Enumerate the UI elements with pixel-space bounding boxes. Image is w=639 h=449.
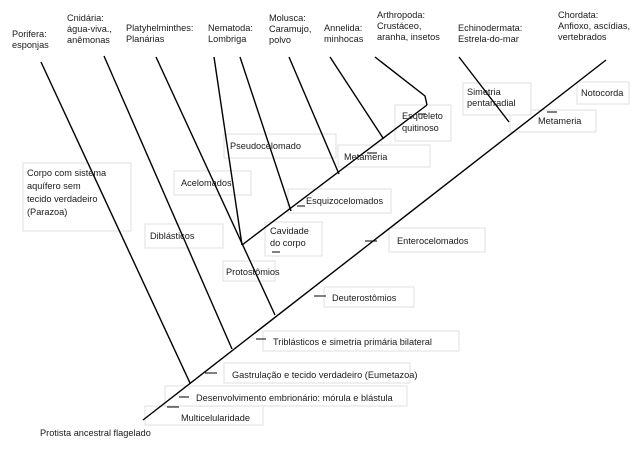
char-notocorda: Notocorda bbox=[581, 88, 624, 98]
character-labels: Multicelularidade Desenvolvimento embrio… bbox=[27, 87, 624, 423]
taxon-echinodermata: Echinodermata: Estrela-do-mar bbox=[458, 23, 525, 44]
branch-annelida bbox=[329, 56, 384, 139]
char-triblasticos: Triblásticos e simetria primária bilater… bbox=[273, 337, 432, 347]
taxon-nematoda: Nematoda: Lombriga bbox=[208, 23, 256, 44]
char-metameria-annelida: Metameria bbox=[344, 152, 388, 162]
trunk-line bbox=[142, 59, 607, 421]
branch-nematoda bbox=[239, 56, 292, 212]
char-acelomados: Acelomados bbox=[181, 178, 232, 188]
char-metameria-chordata: Metameria bbox=[538, 116, 582, 126]
character-label-boxes bbox=[22, 81, 630, 426]
branch-arthropoda bbox=[374, 56, 428, 106]
branch-echinodermata bbox=[458, 56, 510, 123]
branch-porifera bbox=[40, 61, 191, 384]
taxon-platyhelminthes: Platyhelminthes: Planárias bbox=[126, 23, 196, 44]
taxon-molusca: Molusca: Caramujo, polvo bbox=[269, 13, 314, 45]
character-ticks bbox=[167, 111, 557, 408]
branch-annelida-protostome-stem bbox=[241, 104, 428, 246]
taxon-cnidaria: Cnidária: água-viva., anêmonas bbox=[67, 13, 115, 45]
char-gastrulacao: Gastrulação e tecido verdadeiro (Eumetaz… bbox=[232, 370, 417, 380]
char-enterocelomados: Enterocelomados bbox=[397, 236, 469, 246]
char-multicelularidade: Multicelularidade bbox=[181, 413, 250, 423]
branch-platyhelminthes bbox=[213, 56, 243, 246]
taxon-arthropoda: Arthropoda: Crustáceo, aranha, insetos bbox=[377, 10, 440, 42]
taxon-labels: Porifera: esponjas Cnidária: água-viva.,… bbox=[12, 10, 633, 50]
branch-molusca bbox=[288, 56, 340, 175]
char-deuterostomios: Deuterostômios bbox=[332, 293, 397, 303]
taxon-porifera: Porifera: esponjas bbox=[12, 29, 49, 50]
char-esqueleto-quitinoso: Esqueleto quitinoso bbox=[402, 111, 445, 133]
char-esquizocelomados: Esquizocelomados bbox=[306, 196, 384, 206]
char-pseudocelomado: Pseudocelomado bbox=[230, 141, 301, 151]
char-parazoa: Corpo com sistema aquífero sem tecido ve… bbox=[27, 168, 109, 217]
char-desenvolvimento-embrionario: Desenvolvimento embrionário: mórula e bl… bbox=[196, 393, 393, 403]
branch-protostomia bbox=[155, 56, 276, 316]
char-protostomios: Protostômios bbox=[226, 267, 280, 277]
char-diblasticos: Diblásticos bbox=[150, 231, 195, 241]
char-simetria-pentarradial: Simetria pentarradial bbox=[467, 87, 516, 108]
taxon-annelida: Annelida: minhocas bbox=[324, 23, 365, 44]
branch-cnidaria bbox=[103, 55, 233, 350]
char-cavidade-corpo: Cavidade do corpo bbox=[270, 226, 311, 248]
taxon-chordata: Chordata: Anfioxo, ascídias, vertebrados bbox=[558, 10, 633, 42]
cladogram-lines bbox=[40, 55, 607, 421]
root-label: Protista ancestral flagelado bbox=[40, 428, 151, 438]
